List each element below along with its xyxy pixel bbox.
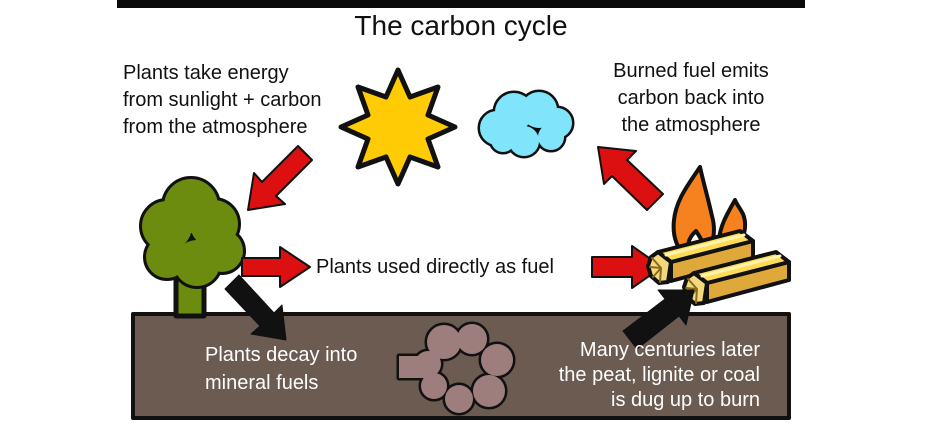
sun-icon [338,67,458,187]
mineral-deposit-icon [396,321,516,416]
label-plants-take-energy: Plants take energy from sunlight + carbo… [123,62,322,138]
arrow-label-to-logs [591,245,663,289]
cloud-icon [477,89,575,159]
label-plants-decay: Plants decay into mineral fuels [205,344,358,394]
arrow-ground-to-logs [622,289,695,350]
label-many-centuries: Many centuries later the peat, lignite o… [558,339,760,411]
label-plants-used-directly: Plants used directly as fuel [316,256,554,278]
log-front [682,250,791,306]
diagram-title: The carbon cycle [354,10,568,41]
arrow-tree-to-fuel-label [241,246,311,288]
label-burned-fuel-emits: Burned fuel emits carbon back into the a… [613,60,769,136]
tree-icon [139,176,246,319]
arrow-fire-to-atmosphere [597,146,664,211]
flame-left [671,165,716,260]
top-border-bar [117,0,805,8]
arrow-tree-to-ground [224,274,287,341]
fire-logs-icon [646,165,791,306]
log-back [646,229,755,285]
arrow-sun-to-tree [247,145,313,211]
